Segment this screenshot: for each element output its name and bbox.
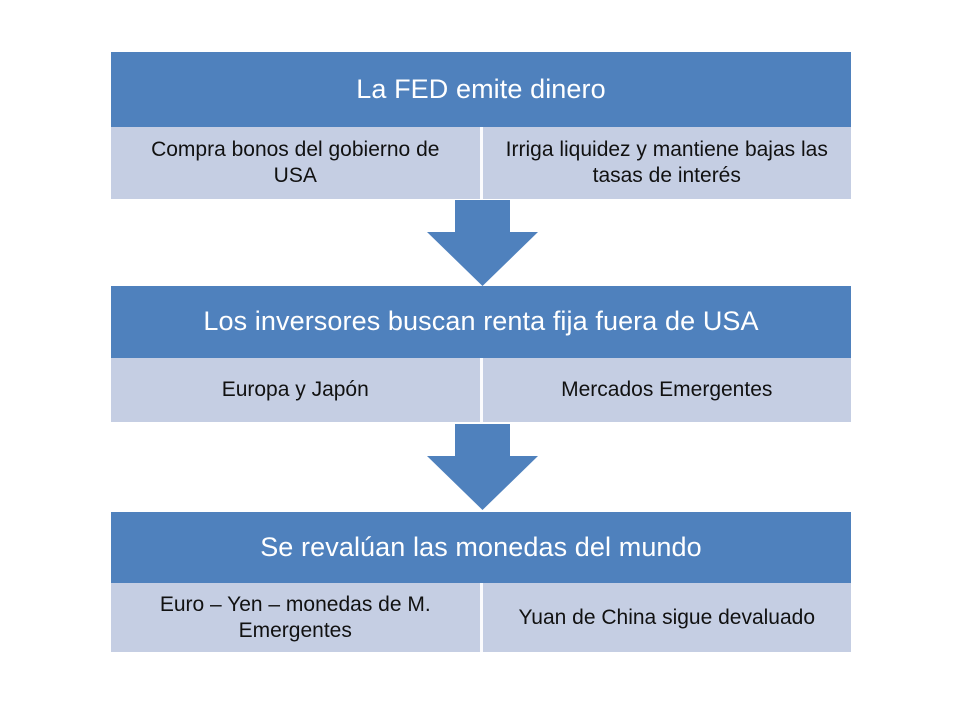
- flow-stage-1: La FED emite dinero Compra bonos del gob…: [111, 52, 851, 199]
- stage-1-cell-divider: [479, 127, 483, 199]
- stage-1-body: Compra bonos del gobierno de USA Irriga …: [111, 127, 851, 199]
- stage-1-cell-left: Compra bonos del gobierno de USA: [151, 138, 440, 187]
- stage-3-cell-left: Euro – Yen – monedas de M. Emergentes: [159, 592, 431, 642]
- stage-2-cell-divider: [479, 358, 483, 422]
- flow-stage-3: Se revalúan las monedas del mundo Euro –…: [111, 512, 851, 652]
- stage-2-cell-right: Mercados Emergentes: [561, 378, 773, 402]
- stage-3-cell-right: Yuan de China sigue devaluado: [518, 605, 816, 629]
- stage-2-title: Los inversores buscan renta fija fuera d…: [111, 286, 851, 358]
- down-arrow-icon: [427, 200, 538, 286]
- flow-stage-2: Los inversores buscan renta fija fuera d…: [111, 286, 851, 422]
- stage-2-cell-left: Europa y Japón: [221, 378, 369, 402]
- stage-2-body: Europa y Japón Mercados Emergentes: [111, 358, 851, 422]
- connector-arrow-1: [427, 200, 538, 286]
- stage-3-title: Se revalúan las monedas del mundo: [111, 512, 851, 583]
- connector-arrow-2: [427, 424, 538, 510]
- down-arrow-icon: [427, 424, 538, 510]
- stage-3-cell-divider: [479, 583, 483, 652]
- stage-3-body: Euro – Yen – monedas de M. Emergentes Yu…: [111, 583, 851, 652]
- stage-1-cell-right: Irriga liquidez y mantiene bajas las tas…: [505, 138, 828, 187]
- stage-1-title: La FED emite dinero: [111, 52, 851, 127]
